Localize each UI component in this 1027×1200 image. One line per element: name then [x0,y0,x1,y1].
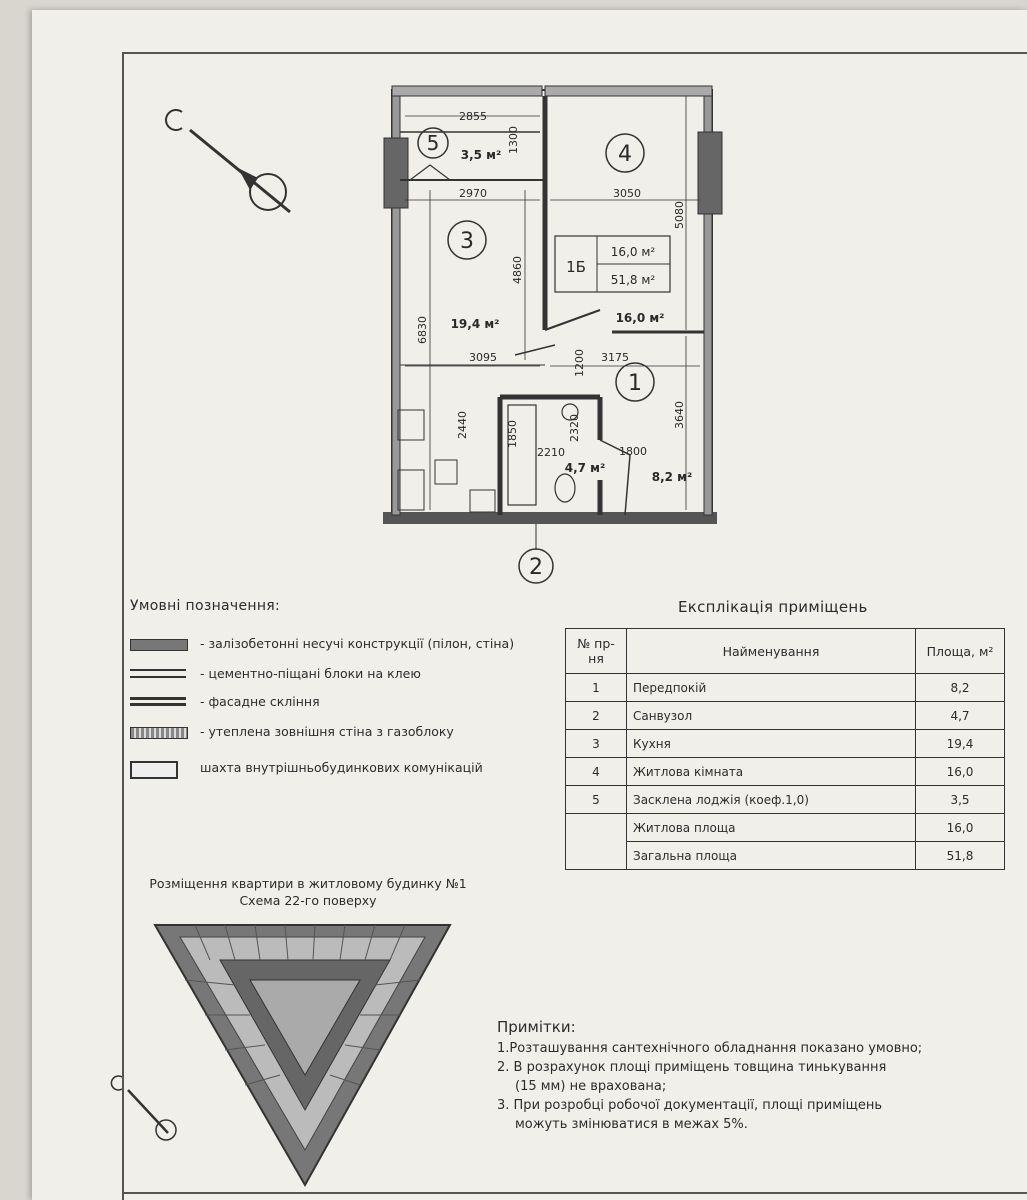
frame-border-left [122,52,124,1200]
apartment-type-block: 1Б 16,0 м² 51,8 м² [554,235,671,293]
floor-plan: 5 3,5 м² 4 16,0 м² 3 19,4 м² 1 8,2 м² 4,… [165,85,723,584]
legend-item-cement-blocks: - цементно-піщані блоки на клею [130,666,570,684]
svg-text:2440: 2440 [456,411,469,439]
living-area-row: Житлова площа 16,0 [565,813,1005,870]
svg-text:1200: 1200 [573,349,586,377]
table-row: 1 Передпокій 8,2 [565,673,1005,702]
document-sheet [32,10,1027,1200]
svg-text:16,0 м²: 16,0 м² [611,245,656,259]
svg-text:5080: 5080 [673,201,686,229]
notes-title: Примітки: [497,1018,576,1036]
svg-text:1Б: 1Б [566,258,586,276]
room-1-marker: 1 [615,362,655,402]
entrance-marker: 2 [518,524,554,584]
svg-text:2320: 2320 [568,414,581,442]
room-3-marker: 3 [447,220,487,260]
legend-item-reinforced-concrete: - залізобетонні несучі конструкції (піло… [130,636,570,654]
table-row: 3 Кухня 19,4 [565,729,1005,758]
room-3-area: 19,4 м² [451,317,500,331]
header-name: Найменування [626,628,916,674]
svg-text:1300: 1300 [507,126,520,154]
svg-text:2: 2 [529,555,543,580]
table-row: 5 Засклена лоджія (коеф.1,0) 3,5 [565,785,1005,814]
frame-border-bottom [122,1192,1027,1194]
room-2-area: 4,7 м² [565,461,606,475]
table-row: 2 Санвузол 4,7 [565,701,1005,730]
frame-border-top [122,52,1027,54]
note-item: (15 мм) не врахована; [515,1079,667,1094]
legend-symbol [130,669,186,678]
scheme-title: Розміщення квартири в житловому будинку … [149,876,467,908]
compass-north-icon [165,109,291,214]
room-4-marker: 4 [605,133,645,173]
room-1-area: 8,2 м² [652,470,693,484]
svg-text:2855: 2855 [459,110,487,123]
svg-text:3: 3 [460,229,474,254]
notes-block: Примітки: 1.Розташування сантехнічного о… [497,1018,922,1134]
note-item: 3. При розробці робочої документації, пл… [497,1098,883,1113]
svg-text:3175: 3175 [601,351,629,364]
compass-small-icon [110,1075,177,1141]
svg-text:2210: 2210 [537,446,565,459]
svg-text:2970: 2970 [459,187,487,200]
table-row: 4 Житлова кімната 16,0 [565,757,1005,786]
plan-walls [383,85,723,524]
building-floor-scheme [110,924,452,1188]
svg-text:4: 4 [618,142,632,167]
svg-text:4860: 4860 [511,256,524,284]
legend-item-facade-glazing: - фасадне скління [130,694,570,712]
total-area-row: Загальна площа 51,8 [566,841,1005,870]
svg-text:51,8 м²: 51,8 м² [611,273,656,287]
room-4-area: 16,0 м² [616,311,665,325]
legend-symbol [130,639,188,651]
note-item: 1.Розташування сантехнічного обладнання … [497,1041,923,1056]
svg-text:1850: 1850 [506,420,519,448]
legend-symbol [130,727,188,739]
svg-text:5: 5 [427,131,440,155]
legend-title: Умовні позначення: [130,598,281,614]
legend-symbol [130,697,186,706]
dimension-labels: 2855 1300 2970 3050 5080 4860 6830 3095 … [416,110,686,459]
room-5-area: 3,5 м² [461,148,502,162]
svg-text:1: 1 [628,371,642,396]
svg-text:3050: 3050 [613,187,641,200]
header-no: № пр-ня [565,628,627,674]
table-header-row: № пр-ня Найменування Площа, м² [565,628,1005,674]
svg-text:1800: 1800 [619,445,647,458]
header-area: Площа, м² [915,628,1005,674]
note-item: можуть змінюватися в межах 5%. [515,1117,748,1132]
note-item: 2. В розрахунок площі приміщень товщина … [497,1060,887,1075]
explication-table: № пр-ня Найменування Площа, м² 1 Передпо… [565,628,1005,870]
svg-text:3095: 3095 [469,351,497,364]
svg-text:6830: 6830 [416,316,429,344]
explication-title: Експлікація приміщень [678,598,868,616]
svg-text:3640: 3640 [673,401,686,429]
legend-item-insulated-wall: - утеплена зовнішня стіна з газоблоку [130,724,570,742]
shaft-symbol-icon [130,761,178,779]
room-5-marker: 5 [417,127,449,159]
legend-item-utility-shaft: шахта внутрішньобудинкових комунікацій [130,760,570,779]
